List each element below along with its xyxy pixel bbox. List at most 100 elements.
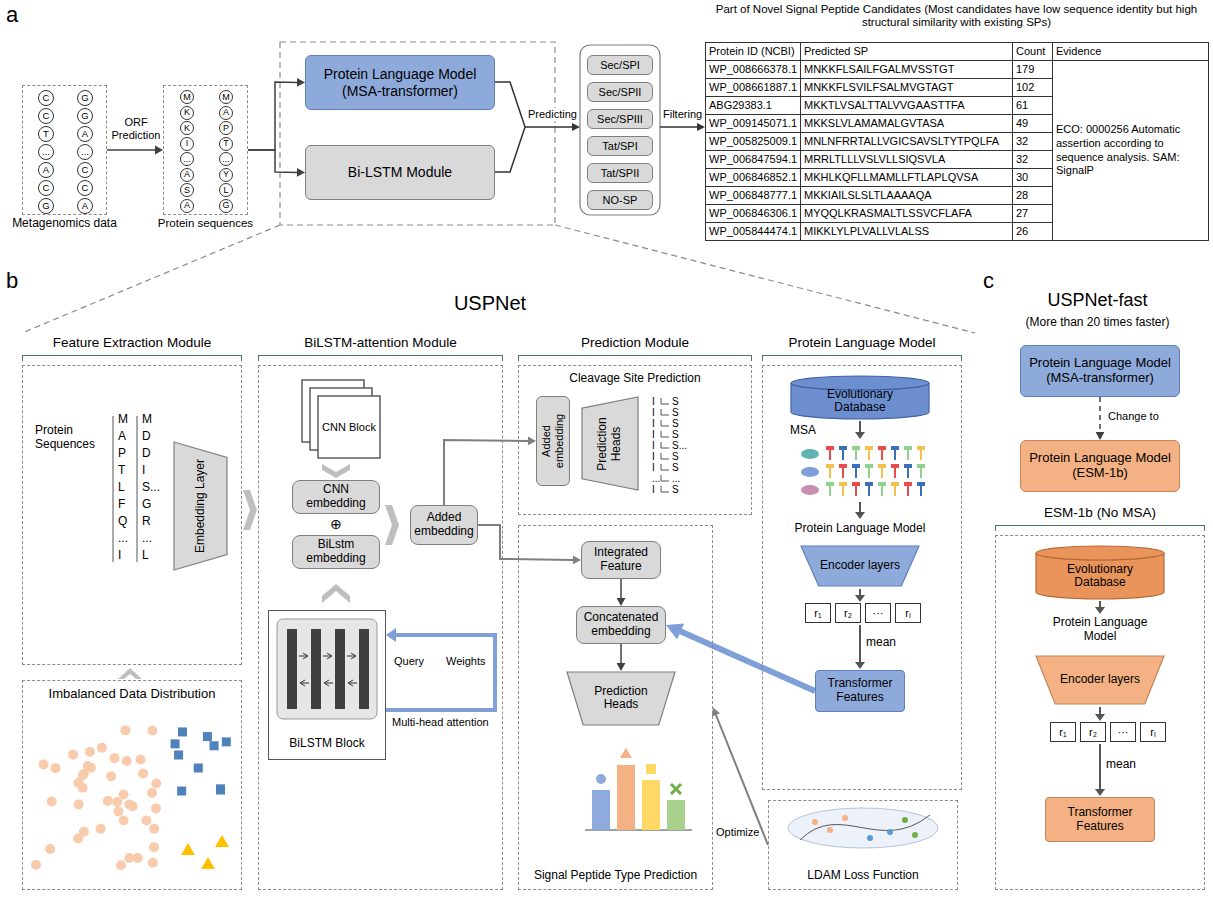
node-text: Evolutionary Database (801, 388, 920, 416)
letter-circle: T (38, 126, 54, 142)
attention-loop (386, 635, 495, 710)
residue-head (878, 446, 886, 450)
table-cell: 26 (1013, 223, 1053, 241)
label-text: S (672, 484, 679, 496)
species-icon (801, 449, 819, 459)
arrow-head (1096, 432, 1105, 440)
table-cell: MNKKFLSAILFGALMVSSTGT (801, 61, 1013, 79)
table-cell: MKKSLVLAMAMALGVTASA (801, 115, 1013, 133)
node-text: Prediction Heads (582, 685, 661, 713)
majority-dot (149, 842, 159, 852)
majority-dot (47, 797, 57, 807)
table-cell: 30 (1013, 169, 1053, 187)
label-text: r₂ (835, 603, 861, 623)
node-text: ESM-1b (No MSA) (995, 505, 1205, 521)
tree-line (137, 416, 138, 562)
funnel-line (555, 225, 975, 333)
table-cell: MYQQLKRASMALTLSSVCFLAFA (801, 205, 1013, 223)
bracket (258, 355, 503, 361)
node-text: Prediction Heads (596, 403, 624, 484)
bracket (22, 355, 242, 361)
cell-text: 49 (1016, 117, 1028, 129)
node-text: Encoder layers (1053, 673, 1147, 687)
majority-dot (73, 778, 83, 788)
trapezoid-outline (174, 442, 227, 570)
table-cell: WP_008666378.1 (706, 61, 801, 79)
cnn-stack: CNN Block (300, 378, 385, 463)
node-text: Added embedding (414, 511, 474, 539)
site-bracket (661, 475, 669, 481)
majority-dot (39, 759, 49, 769)
cell-text: WP_005844474.1 (709, 225, 797, 237)
trapezoid-layer: Embedding Layer (173, 441, 228, 571)
table-cell: MNLNFRRTALLVGICSAVSLTYTPQLFA (801, 133, 1013, 151)
site-bracket (661, 409, 669, 415)
table-cell: MKKTLVSALTTALVVGAASTTFA (801, 97, 1013, 115)
letter-circle: ... (219, 152, 233, 166)
majority-dot (51, 763, 61, 773)
chevron (322, 464, 350, 478)
majority-dot (106, 771, 116, 781)
process-box: Protein Language Model (MSA-transformer) (1020, 345, 1180, 397)
arrow-head (297, 168, 305, 177)
majority-dot (149, 824, 159, 834)
residue-head (839, 482, 847, 486)
table-cell: 102 (1013, 79, 1053, 97)
residue-head (826, 482, 834, 486)
residue-head (917, 446, 925, 450)
letter-circle: G (77, 90, 93, 106)
node-text: Protein Sequences (35, 424, 115, 452)
connector (620, 644, 622, 664)
process-box: Integrated Feature (581, 541, 661, 579)
node-text: G (42, 201, 49, 212)
lstm-cell (335, 629, 345, 709)
arrow-head (572, 123, 580, 131)
node-text: ... (81, 147, 89, 158)
bar (592, 790, 610, 830)
symbol (646, 764, 656, 774)
arrow-head (617, 663, 626, 671)
label-text: S (672, 462, 679, 474)
label-text: Weights (446, 655, 486, 668)
node-text: Prediction Module (518, 335, 752, 351)
site-bracket (661, 464, 669, 470)
label-text: MSA (790, 424, 816, 438)
node-text: I (186, 138, 189, 148)
rare-triangle (201, 857, 215, 869)
decision-curve (800, 815, 930, 840)
letter-circle: M (219, 90, 233, 104)
lstm-cell (287, 629, 297, 709)
label-text: F (118, 498, 125, 512)
label-text: I (652, 396, 655, 408)
label-text: rₗ (1140, 722, 1166, 742)
label-text: S (672, 451, 679, 463)
cell-text: WP_006846852.1 (709, 171, 797, 183)
minority-square (210, 741, 219, 750)
table-cell: WP_008661887.1 (706, 79, 801, 97)
node-text: LDAM Loss Function (769, 869, 957, 883)
trapezoid-layer: Encoder layers (1035, 655, 1165, 705)
letter-circle: G (38, 198, 54, 214)
label-text: S... (672, 440, 687, 452)
node-text: A (82, 129, 88, 140)
site-bracket (661, 442, 669, 448)
residue-pin (920, 486, 922, 496)
dot (902, 817, 908, 823)
label-text: D (142, 430, 151, 444)
letter-circle: T (219, 137, 233, 151)
table-cell: WP_006846852.1 (706, 169, 801, 187)
dot (912, 832, 918, 838)
connector (248, 150, 298, 172)
label-text: G (142, 498, 151, 512)
module-column: ESM-1b (No MSA) Evolutionary DatabaseEnco… (995, 505, 1205, 890)
database-cylinder: Evolutionary Database (1035, 545, 1165, 600)
residue-pin (842, 468, 844, 478)
label-text: Multi-head attention (392, 716, 489, 729)
residue-pin (855, 468, 857, 478)
connector (444, 440, 529, 505)
table-cell: MKKIAILSLSLTLAAAAQA (801, 187, 1013, 205)
majority-dot (83, 761, 93, 771)
label-text: USPNet (390, 292, 590, 315)
table-cell: WP_006847594.1 (706, 151, 801, 169)
dashed-panel: Signal Peptide Type PredictionIntegrated… (518, 525, 713, 890)
